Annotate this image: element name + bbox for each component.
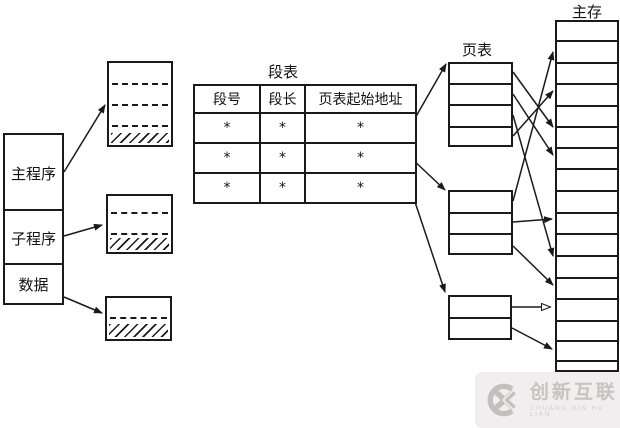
page-table-1 xyxy=(448,62,513,147)
segment-table-row: * * * xyxy=(193,112,417,144)
page-table2-line xyxy=(450,233,511,235)
page-table1-line xyxy=(450,126,511,128)
memory-frame-line xyxy=(557,298,617,300)
segment-table-header-segno: 段号 xyxy=(193,84,261,114)
segment-table-cell: * xyxy=(304,112,417,144)
memory-frame-line xyxy=(557,212,617,214)
segment-image-2 xyxy=(106,194,173,254)
memory-frame-line xyxy=(557,62,617,64)
program-box: 主程序 子程序 数据 xyxy=(3,133,64,305)
segment2-page-line xyxy=(111,212,168,214)
segment-table-cell: * xyxy=(193,112,261,144)
segment-image-1 xyxy=(107,61,173,147)
page-table1-line xyxy=(450,104,511,106)
watermark-logo-icon xyxy=(487,383,517,417)
arrow-pt2r3-to-mem xyxy=(512,245,554,286)
segment1-page-line xyxy=(112,125,168,127)
program-cell-data-label: 数据 xyxy=(18,275,49,294)
segment-table-cell: * xyxy=(304,142,417,174)
program-cell-sub-label: 子程序 xyxy=(10,229,56,248)
watermark-subtext: CHUANG XIN HU LIAN xyxy=(529,403,605,418)
watermark-name: 创新互联 xyxy=(529,380,618,403)
segment-table-header-row: 段号 段长 页表起始地址 xyxy=(193,84,417,114)
segment-table-cell: * xyxy=(193,142,261,174)
program-cell-main-label: 主程序 xyxy=(10,164,56,183)
memory-frame-line xyxy=(557,105,617,107)
page-table2-line xyxy=(450,212,511,214)
memory-frame-line xyxy=(557,277,617,279)
program-cell-main: 主程序 xyxy=(5,135,62,211)
watermark: 创新互联 CHUANG XIN HU LIAN xyxy=(475,372,620,428)
memory-frame-line xyxy=(557,340,617,342)
page-table3-line xyxy=(450,317,510,319)
arrow-segrow3-to-pt3 xyxy=(409,186,446,293)
arrow-sub-to-seg2 xyxy=(63,223,103,237)
arrow-pt1r3-to-mem xyxy=(512,114,555,257)
program-divider-1 xyxy=(5,209,62,211)
memory-frame-line xyxy=(557,190,617,192)
program-cell-data: 数据 xyxy=(5,265,62,303)
segment-table-row: * * * xyxy=(193,172,417,204)
page-table-2 xyxy=(448,190,513,255)
arrow-group xyxy=(63,51,555,350)
segment-table-cell: * xyxy=(259,172,306,204)
segment1-page-line xyxy=(112,83,168,85)
segment3-page-line xyxy=(110,317,167,319)
main-memory xyxy=(555,20,619,372)
segment1-page-line xyxy=(112,104,168,106)
segment-table-title: 段表 xyxy=(267,63,298,81)
arrow-data-to-seg3 xyxy=(63,296,103,314)
arrow-pt1r4-to-mem xyxy=(512,90,554,137)
arrow-pt2r2-to-mem xyxy=(512,216,553,224)
arrow-main-to-seg1 xyxy=(63,104,106,173)
memory-frame-line xyxy=(557,168,617,170)
memory-frame-line xyxy=(557,126,617,128)
segment-table-row: * * * xyxy=(193,142,417,174)
memory-frame-line xyxy=(557,147,617,149)
segment2-internal-fragment xyxy=(110,238,169,250)
memory-frame-line xyxy=(557,255,617,257)
memory-frame-line xyxy=(557,360,617,362)
arrow-pt3r2-to-mem xyxy=(511,327,553,350)
segment-table-cell: * xyxy=(259,112,306,144)
segment-table: 段号 段长 页表起始地址 * * * * * * * * * xyxy=(193,84,417,204)
segment-table-header-seglen: 段长 xyxy=(259,84,306,114)
arrow-pt1r1-to-mem xyxy=(512,71,554,128)
page-table-title: 页表 xyxy=(461,41,492,59)
segment-table-cell: * xyxy=(304,172,417,204)
memory-frame-line xyxy=(557,40,617,42)
memory-frame-line xyxy=(557,233,617,235)
segment-table-header-ptaddr: 页表起始地址 xyxy=(304,84,417,114)
segment3-internal-fragment xyxy=(109,324,168,337)
program-cell-sub: 子程序 xyxy=(5,211,62,265)
segment1-internal-fragment xyxy=(111,133,169,143)
segment-table-cell: * xyxy=(259,142,306,174)
memory-frame-line xyxy=(557,83,617,85)
segment-table-cell: * xyxy=(193,172,261,204)
memory-frame-line xyxy=(557,320,617,322)
page-table-3 xyxy=(448,295,512,340)
main-memory-title: 主存 xyxy=(571,3,602,21)
program-divider-2 xyxy=(5,263,62,265)
segment-image-3 xyxy=(105,296,172,341)
segment2-page-line xyxy=(111,233,168,235)
arrow-pt2r1-to-mem xyxy=(512,51,555,202)
page-table1-line xyxy=(450,83,511,85)
